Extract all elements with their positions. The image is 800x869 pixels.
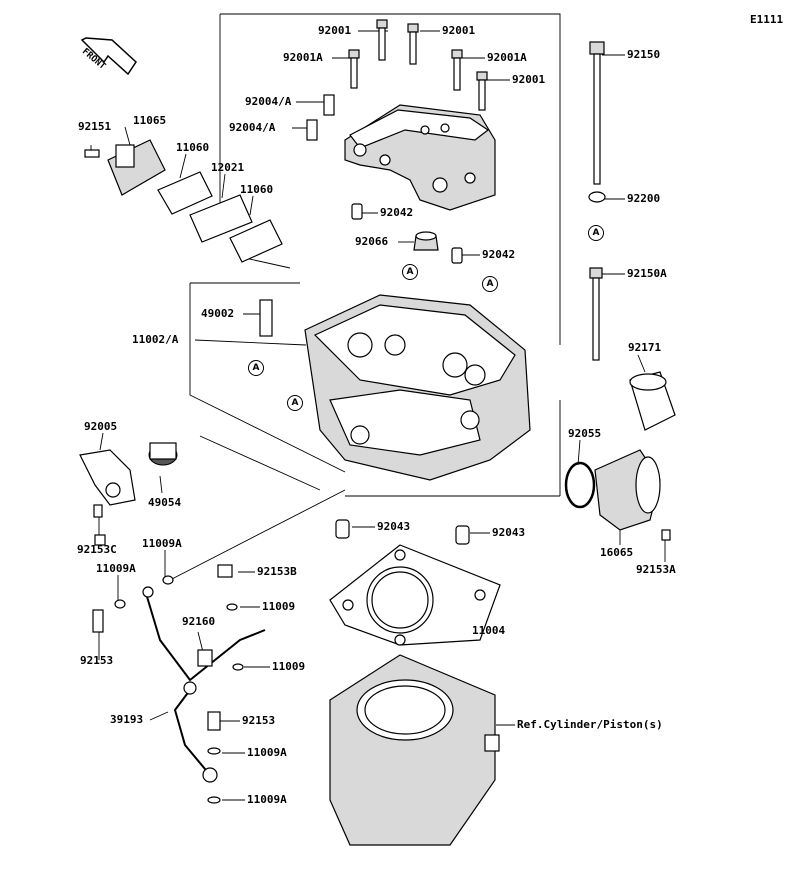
diagram-code: E1111 (750, 13, 784, 26)
callout-92160: 92160 (182, 615, 216, 628)
front-arrow-icon (80, 37, 137, 76)
callout-92043: 92043 (492, 526, 526, 539)
callout-11060: 11060 (240, 183, 274, 196)
ref-marker-a: A (402, 264, 418, 280)
callout-11060: 11060 (176, 141, 210, 154)
callout-49002: 49002 (201, 307, 235, 320)
callout-92153B: 92153B (257, 565, 297, 578)
callout-92001A: 92001A (283, 51, 323, 64)
intake-assembly (564, 371, 676, 541)
dowels (335, 203, 470, 545)
ref-marker-a: A (248, 360, 264, 376)
callout-11009A: 11009A (142, 537, 182, 550)
callout-92042: 92042 (482, 248, 516, 261)
cap-92066 (413, 231, 439, 251)
ref-marker-a: A (287, 395, 303, 411)
callout-92001: 92001 (512, 73, 546, 86)
callout-11009: 11009 (262, 600, 296, 613)
callout-92200: 92200 (627, 192, 661, 205)
stud-92150 (588, 41, 606, 361)
callout-92004A: 92004/A (229, 121, 276, 134)
head-gasket-11004 (329, 544, 501, 646)
callout-92153: 92153 (80, 654, 114, 667)
callout-92153A: 92153A (636, 563, 676, 576)
callout-92153: 92153 (242, 714, 276, 727)
callout-12021: 12021 (211, 161, 245, 174)
callout-11065: 11065 (133, 114, 167, 127)
top-bolts (306, 19, 488, 141)
callout-11009: 11009 (272, 660, 306, 673)
callout-ref-cylinder-piston: Ref.Cylinder/Piston(s) (517, 718, 663, 731)
callout-11002A: 11002/A (132, 333, 179, 346)
callout-92153C: 92153C (77, 543, 117, 556)
callout-92055: 92055 (568, 427, 602, 440)
callout-11009A: 11009A (247, 746, 287, 759)
reed-valve-group (84, 139, 283, 263)
callout-92043: 92043 (377, 520, 411, 533)
callout-92001A: 92001A (487, 51, 527, 64)
callout-11004: 11004 (472, 624, 506, 637)
ref-marker-a: A (588, 225, 604, 241)
banjo-bolts-and-washers (92, 534, 244, 804)
callout-92042: 92042 (380, 206, 414, 219)
camshaft-holder (344, 104, 496, 211)
callout-92150A: 92150A (627, 267, 667, 280)
callout-92001: 92001 (442, 24, 476, 37)
callout-92066: 92066 (355, 235, 389, 248)
callout-11009A: 11009A (247, 793, 287, 806)
callout-11009A: 11009A (96, 562, 136, 575)
assembly-frame-lines (169, 13, 561, 581)
thermostat-49054 (148, 442, 178, 466)
callout-92005: 92005 (84, 420, 118, 433)
callout-16065: 16065 (600, 546, 634, 559)
callout-92171: 92171 (628, 341, 662, 354)
callout-92151: 92151 (78, 120, 112, 133)
callout-92004A: 92004/A (245, 95, 292, 108)
cylinder-head (259, 294, 531, 481)
cylinder-block (329, 654, 500, 846)
oil-pipe-39193 (142, 586, 266, 783)
callout-92150: 92150 (627, 48, 661, 61)
callout-39193: 39193 (110, 713, 144, 726)
water-outlet-92005 (79, 449, 136, 518)
ref-marker-a: A (482, 276, 498, 292)
callout-92001: 92001 (318, 24, 352, 37)
callout-49054: 49054 (148, 496, 182, 509)
